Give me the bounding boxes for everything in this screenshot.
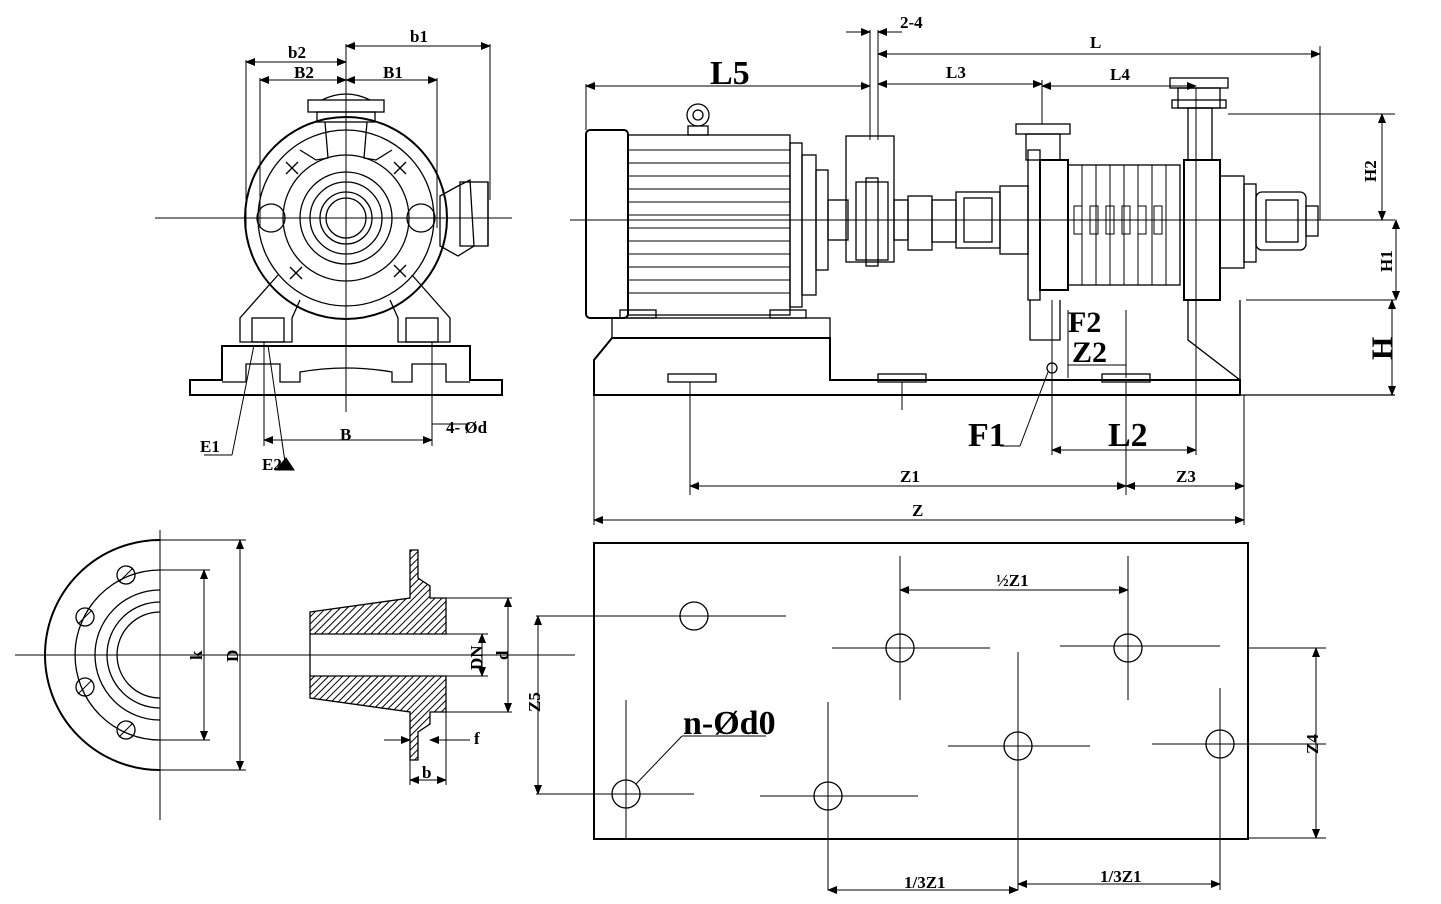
label-Z3: Z3 xyxy=(1176,467,1196,486)
label-f: f xyxy=(474,729,480,748)
label-L4: L4 xyxy=(1110,65,1130,84)
label-third-Z1-b: 1/3Z1 xyxy=(1100,867,1142,886)
label-B2: B2 xyxy=(294,63,314,82)
side-view: 2-4 L L3 L4 L5 H2 H1 H F2 Z2 F1 L2 Z1 Z3… xyxy=(570,13,1400,525)
label-H1: H1 xyxy=(1377,250,1396,272)
label-gap: 2-4 xyxy=(900,13,923,32)
label-Z: Z xyxy=(912,501,923,520)
label-b2: b2 xyxy=(288,43,306,62)
label-Z5: Z5 xyxy=(525,692,544,712)
bolt-cross-marks xyxy=(285,161,407,280)
label-nd0: n-Ød0 xyxy=(683,705,776,742)
label-4-holes: 4- Ød xyxy=(446,418,488,437)
label-H: H xyxy=(1366,337,1399,360)
motor-fins xyxy=(628,149,790,294)
label-Z4: Z4 xyxy=(1303,734,1322,754)
label-half-Z1: ½Z1 xyxy=(996,571,1029,590)
label-d: d xyxy=(493,650,512,660)
label-Z2: Z2 xyxy=(1072,336,1107,369)
label-F1: F1 xyxy=(968,417,1006,454)
label-E1: E1 xyxy=(200,437,220,456)
end-view: b1 b2 B2 B1 B E1 E2 4- Ød xyxy=(155,27,512,474)
flange-front-view: k D xyxy=(15,530,310,820)
label-D: D xyxy=(223,650,242,662)
label-B: B xyxy=(340,425,351,444)
label-b1: b1 xyxy=(410,27,428,46)
stage-segments xyxy=(1073,165,1167,285)
label-H2: H2 xyxy=(1361,160,1380,182)
label-L3: L3 xyxy=(946,63,966,82)
label-L: L xyxy=(1090,33,1101,52)
label-F2: F2 xyxy=(1068,306,1101,339)
label-L5: L5 xyxy=(710,55,750,92)
label-k: k xyxy=(187,650,206,660)
label-third-Z1-a: 1/3Z1 xyxy=(904,873,946,892)
label-Z1: Z1 xyxy=(900,467,920,486)
flange-section-view: DN d f b xyxy=(300,549,575,785)
label-B1: B1 xyxy=(383,63,403,82)
label-E2: E2 xyxy=(262,455,282,474)
label-L2: L2 xyxy=(1108,417,1148,454)
label-b: b xyxy=(422,763,431,782)
label-DN: DN xyxy=(467,645,486,670)
baseplate-hole-plan: Z5 Z4 n-Ød0 ½Z1 1/3Z1 1/3Z1 xyxy=(525,542,1326,894)
